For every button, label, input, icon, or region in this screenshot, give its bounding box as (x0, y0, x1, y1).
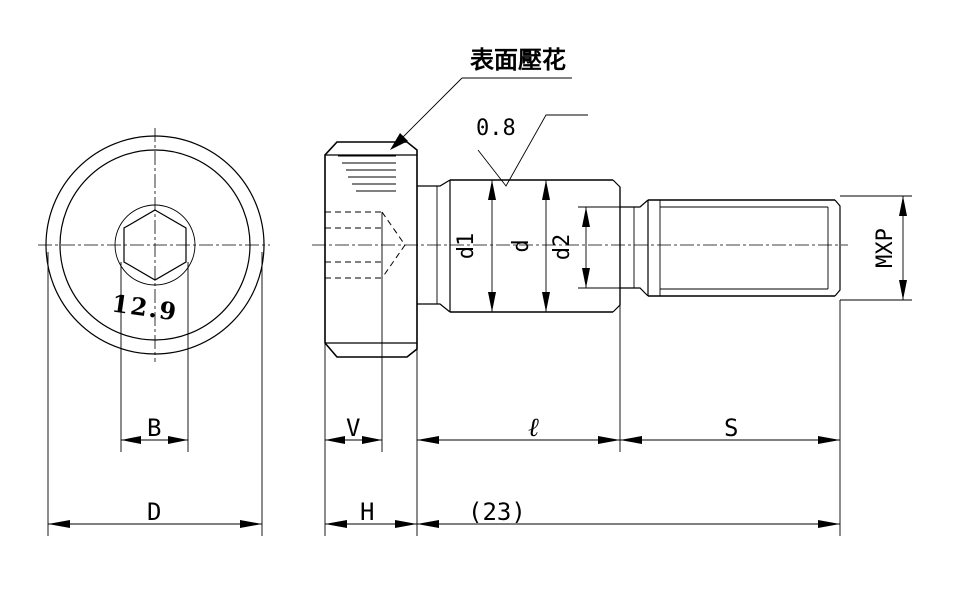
surface-finish-value: 0.8 (476, 116, 516, 141)
knurl-leader-line (395, 77, 463, 145)
overall-arrow-left (417, 520, 439, 528)
mxp-arrow-top (899, 196, 907, 216)
mxp-arrow-bottom (899, 280, 907, 300)
knurl-leader-arrow (390, 133, 408, 150)
v-arrow-left (325, 436, 345, 444)
l-arrow-left (417, 436, 439, 444)
l-arrow-right (598, 436, 620, 444)
s-arrow-right (818, 436, 840, 444)
d1-label: d1 (454, 233, 479, 260)
head-outline (324, 141, 418, 358)
d2-label: d2 (550, 234, 575, 261)
d-label: D (147, 498, 161, 526)
d-shaft-arrow-bottom (542, 292, 550, 312)
knurl-lines (338, 155, 396, 192)
knurl-note: 表面壓花 (470, 46, 566, 74)
d2-arrow-bottom (582, 268, 590, 288)
b-arrow-right (168, 436, 188, 444)
s-arrow-left (620, 436, 642, 444)
b-arrow-left (121, 436, 141, 444)
h-label: H (360, 498, 374, 526)
side-view: d1 d d2 MXP V ℓ (312, 46, 912, 536)
l-label: ℓ (528, 413, 539, 443)
neck-top (417, 179, 451, 187)
d-arrow-left (48, 520, 70, 528)
s-label: S (724, 414, 738, 442)
d-shaft-label: d (509, 239, 534, 252)
neck-bottom (417, 303, 451, 313)
overall-arrow-right (818, 520, 840, 528)
v-arrow-right (362, 436, 382, 444)
h-arrow-right (395, 520, 417, 528)
thread-end-chamfer (834, 199, 841, 297)
groove-top (620, 199, 649, 208)
d2-arrow-top (582, 207, 590, 227)
shoulder-right-chamfer (612, 179, 621, 313)
groove-bottom (620, 287, 649, 297)
d1-arrow-top (488, 180, 496, 200)
end-view: 12.9 B D (38, 128, 270, 536)
d-arrow-right (240, 520, 262, 528)
h-arrow-left (325, 520, 347, 528)
surface-finish-symbol (477, 114, 588, 187)
d-shaft-arrow-top (542, 180, 550, 200)
mxp-label: MXP (873, 228, 898, 268)
b-label: B (147, 414, 161, 442)
v-label: V (346, 414, 360, 442)
d1-arrow-bottom (488, 292, 496, 312)
overall-label: (23) (468, 498, 526, 526)
